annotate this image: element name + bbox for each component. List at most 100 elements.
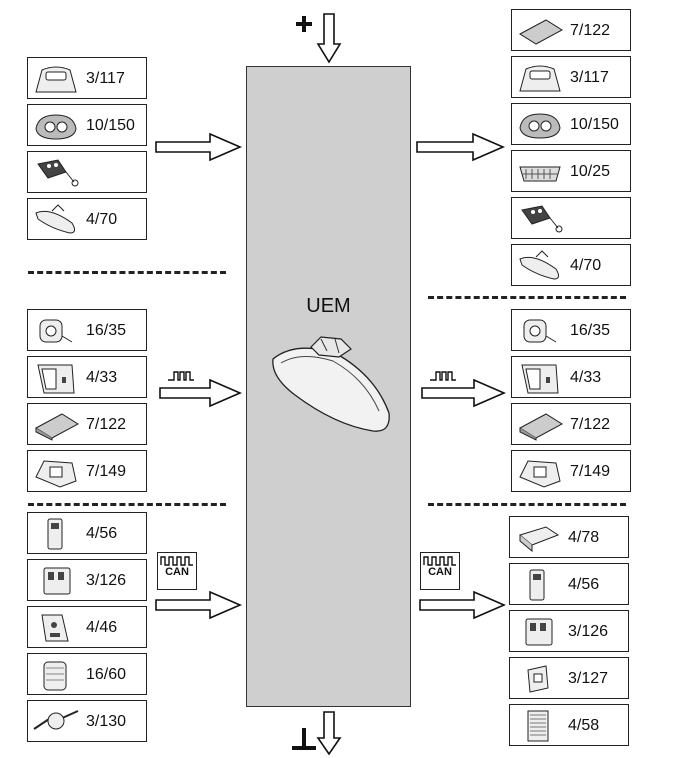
component-label: 10/150 (570, 116, 619, 133)
component-card: 4/46 (27, 606, 147, 648)
separator-left-2 (28, 503, 226, 506)
component-label: 4/70 (570, 257, 602, 274)
component-label: 3/130 (86, 713, 127, 730)
can-badge-left: CAN (157, 552, 197, 590)
component-label: 4/33 (86, 369, 118, 386)
roof-console-icon (519, 65, 561, 92)
lock-switch-icon (527, 665, 549, 693)
component-card: 16/35 (27, 309, 147, 351)
separator-right-2 (428, 503, 626, 506)
switch-module-icon (529, 569, 545, 601)
component-card: 16/35 (511, 309, 631, 351)
grille-icon (519, 166, 561, 182)
component-card: 4/33 (27, 356, 147, 398)
steering-column-switch-icon (33, 710, 79, 730)
component-label: 4/78 (568, 529, 600, 546)
component-card: 4/78 (509, 516, 629, 558)
component-label: 3/117 (570, 69, 609, 86)
remote-key-icon (37, 159, 79, 187)
component-label: 10/25 (570, 163, 611, 180)
component-card: 7/149 (511, 450, 631, 492)
component-card: 7/122 (511, 9, 631, 51)
component-label: 3/126 (568, 623, 609, 640)
component-label: 3/127 (568, 670, 609, 687)
overhead-panel-icon (35, 114, 77, 140)
pulse-signal-arrow-left (159, 371, 243, 408)
control-module-icon (519, 19, 563, 45)
component-label: 7/122 (86, 416, 127, 433)
sensor-icon (523, 319, 557, 343)
component-card: 3/117 (511, 56, 631, 98)
ground-arrow-icon (292, 711, 342, 756)
component-card: 7/122 (511, 403, 631, 445)
component-label: 16/35 (86, 322, 127, 339)
component-label: 4/33 (570, 369, 602, 386)
component-label: 4/56 (86, 525, 118, 542)
window-switch-icon (43, 567, 71, 595)
uem-module: UEM (246, 66, 411, 707)
mirror-icon (519, 250, 560, 280)
control-module-icon (35, 413, 79, 441)
component-card: 4/70 (27, 198, 147, 240)
component-label: 7/149 (570, 463, 611, 480)
can-label-right: CAN (428, 566, 452, 578)
door-icon (521, 364, 559, 394)
roof-console-icon (35, 66, 77, 93)
housing-icon (519, 460, 561, 488)
switch-module-icon (47, 518, 63, 550)
window-switch-icon (525, 618, 553, 646)
component-card: 3/127 (509, 657, 629, 699)
component-label: 4/58 (568, 717, 600, 734)
can-label-left: CAN (165, 566, 189, 578)
can-arrow-right (419, 590, 507, 620)
component-card: 4/58 (509, 704, 629, 746)
relay-box-icon (43, 661, 67, 691)
component-card: 10/150 (511, 103, 631, 145)
component-card: 10/150 (27, 104, 147, 146)
component-card: 4/56 (509, 563, 629, 605)
component-label: 3/117 (86, 70, 125, 87)
component-card (511, 197, 631, 239)
plus-power-arrow-icon (296, 13, 342, 64)
overhead-panel-icon (519, 113, 561, 139)
component-card: 3/117 (27, 57, 147, 99)
component-card: 4/33 (511, 356, 631, 398)
remote-key-icon (521, 205, 563, 233)
component-label: 16/35 (570, 322, 611, 339)
door-module-icon (41, 614, 69, 642)
door-icon (37, 364, 75, 394)
component-label: 7/149 (86, 463, 127, 480)
component-card: 10/25 (511, 150, 631, 192)
separator-right-1 (428, 296, 626, 299)
input-arrow-1 (155, 132, 243, 162)
component-card: 16/60 (27, 653, 147, 695)
component-label: 4/56 (568, 576, 600, 593)
can-arrow-left (155, 590, 243, 620)
component-card: 3/126 (27, 559, 147, 601)
component-label: 7/122 (570, 22, 611, 39)
control-module-icon (519, 413, 563, 441)
component-card (27, 151, 147, 193)
component-label: 3/126 (86, 572, 127, 589)
component-card: 7/149 (27, 450, 147, 492)
component-card: 4/70 (511, 244, 631, 286)
component-label: 10/150 (86, 117, 135, 134)
output-arrow-1 (416, 132, 506, 162)
can-badge-right: CAN (420, 552, 460, 590)
component-label: 7/122 (570, 416, 611, 433)
component-label: 4/70 (86, 211, 118, 228)
mirror-icon (35, 204, 76, 234)
panel-module-icon (527, 710, 549, 742)
separator-left-1 (28, 271, 226, 274)
component-card: 3/130 (27, 700, 147, 742)
sensor-icon (39, 319, 73, 343)
component-label: 4/46 (86, 619, 118, 636)
component-card: 7/122 (27, 403, 147, 445)
component-label: 16/60 (86, 666, 127, 683)
module-box-icon (518, 526, 560, 553)
uem-label: UEM (306, 295, 351, 317)
housing-icon (35, 460, 77, 488)
component-card: 3/126 (509, 610, 629, 652)
pulse-signal-arrow-right (421, 371, 507, 408)
component-card: 4/56 (27, 512, 147, 554)
